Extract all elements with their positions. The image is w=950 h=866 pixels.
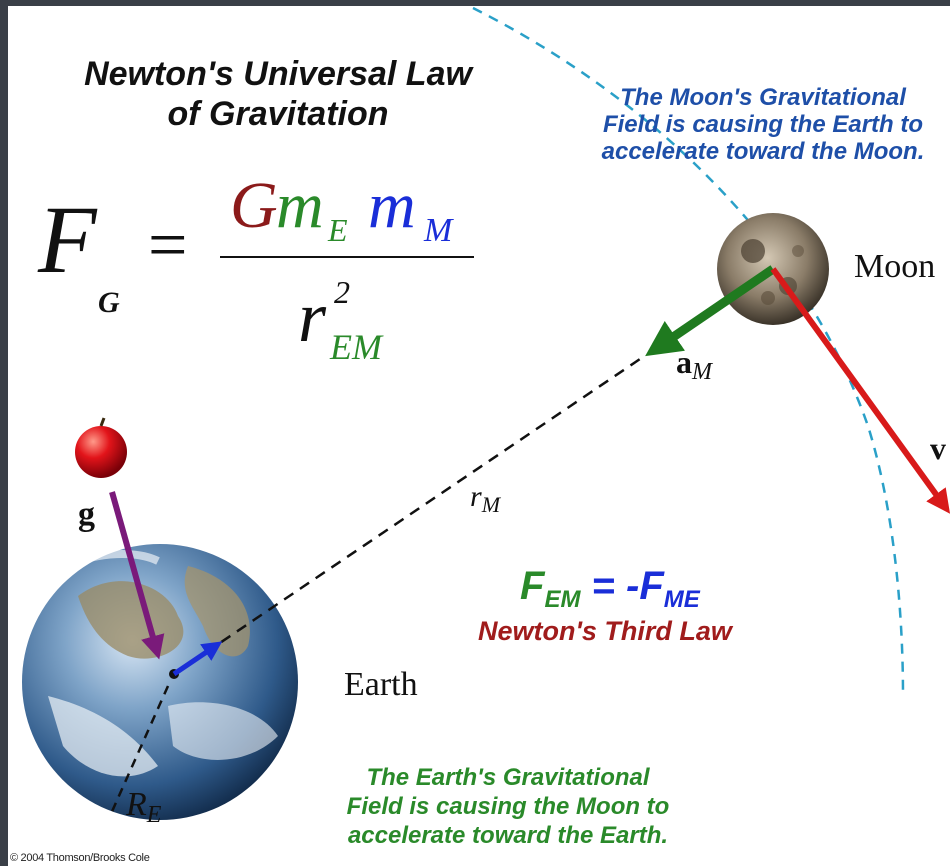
formula-mM: m: [368, 169, 416, 242]
third-law-caption: Newton's Third Law: [478, 616, 732, 646]
formula-r: r: [298, 277, 327, 357]
earth-label: Earth: [344, 666, 418, 703]
moon-label: Moon: [854, 248, 936, 285]
formula-F-subscript: G: [98, 286, 120, 319]
formula-r-subscript: EM: [330, 327, 382, 367]
earth-radius-subscript: E: [146, 802, 162, 828]
third-law-lhs: F: [520, 564, 545, 608]
moon-field-caption: The Moon's Gravitational Field is causin…: [601, 84, 925, 165]
velocity-label: v: [930, 430, 946, 466]
acceleration-subscript: M: [692, 359, 712, 385]
formula-equals: =: [148, 207, 188, 284]
earth-radius-line: [108, 685, 170, 817]
diagram-graphics: [22, 6, 950, 820]
formula-mE-subscript: E: [328, 212, 348, 248]
distance-label: rM: [470, 480, 500, 518]
third-law-rhs-subscript: ME: [663, 586, 700, 613]
diagram-canvas: Newton's Universal Law of Gravitation F …: [8, 6, 950, 866]
earth-radius-symbol: R: [126, 786, 147, 823]
acceleration-label: aM: [676, 344, 712, 386]
earth-globe: [22, 544, 298, 820]
formula-G: G: [230, 169, 278, 242]
apple-gravity-arrow: [109, 491, 165, 660]
moon-acceleration-arrow: [645, 265, 776, 357]
earth-acceleration-arrow: [172, 641, 223, 677]
distance-symbol: r: [470, 480, 482, 513]
apple: [75, 417, 127, 478]
acceleration-symbol: a: [676, 344, 692, 380]
third-law-lhs-subscript: EM: [544, 586, 581, 613]
formula-mM-subscript: M: [424, 212, 453, 249]
third-law-equation: FEM = -FME: [520, 564, 700, 614]
page-title: Newton's Universal Law of Gravitation: [84, 55, 472, 133]
distance-subscript: M: [481, 492, 501, 517]
moon-velocity-arrow: [770, 267, 950, 514]
earth-radius-label: RE: [126, 786, 161, 829]
formula-r-exponent: 2: [334, 274, 350, 310]
third-law-rhs: F: [639, 564, 664, 608]
third-law-operator: = -: [580, 564, 640, 608]
copyright-notice: © 2004 Thomson/Brooks Cole: [10, 852, 150, 864]
gravity-label: g: [78, 496, 95, 533]
earth-field-caption: The Earth's Gravitational Field is causi…: [346, 764, 670, 849]
formula-mE: m: [276, 169, 324, 242]
formula-F: F: [38, 186, 97, 293]
